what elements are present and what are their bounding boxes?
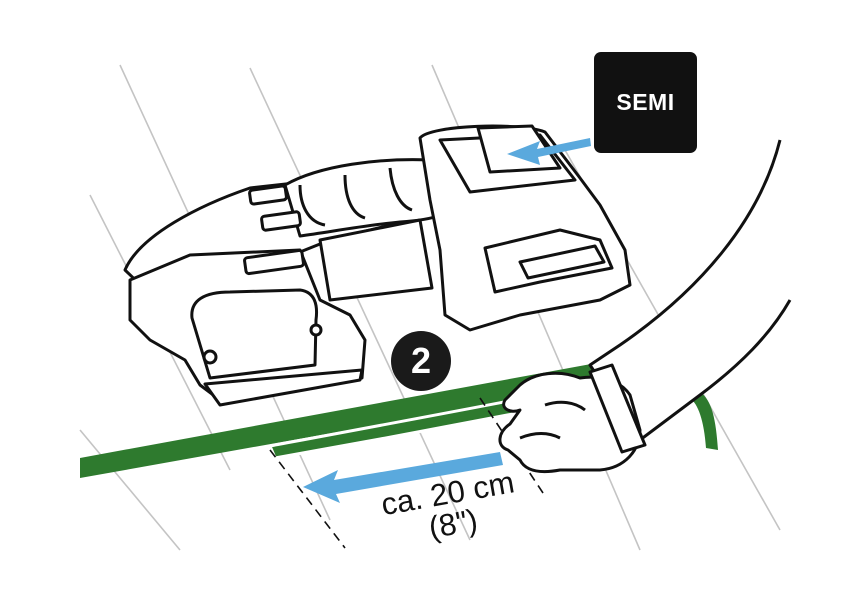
direction-arrow xyxy=(507,138,591,165)
semi-mode-badge: SEMI xyxy=(594,52,697,153)
step-number: 2 xyxy=(410,340,432,381)
measure-guides xyxy=(269,397,546,549)
strapping-tool-illustration xyxy=(123,124,632,407)
semi-mode-label: SEMI xyxy=(616,89,675,115)
gloved-hand-illustration xyxy=(498,139,792,474)
step-number-badge: 2 xyxy=(391,331,451,391)
measure-arrow xyxy=(303,452,503,503)
